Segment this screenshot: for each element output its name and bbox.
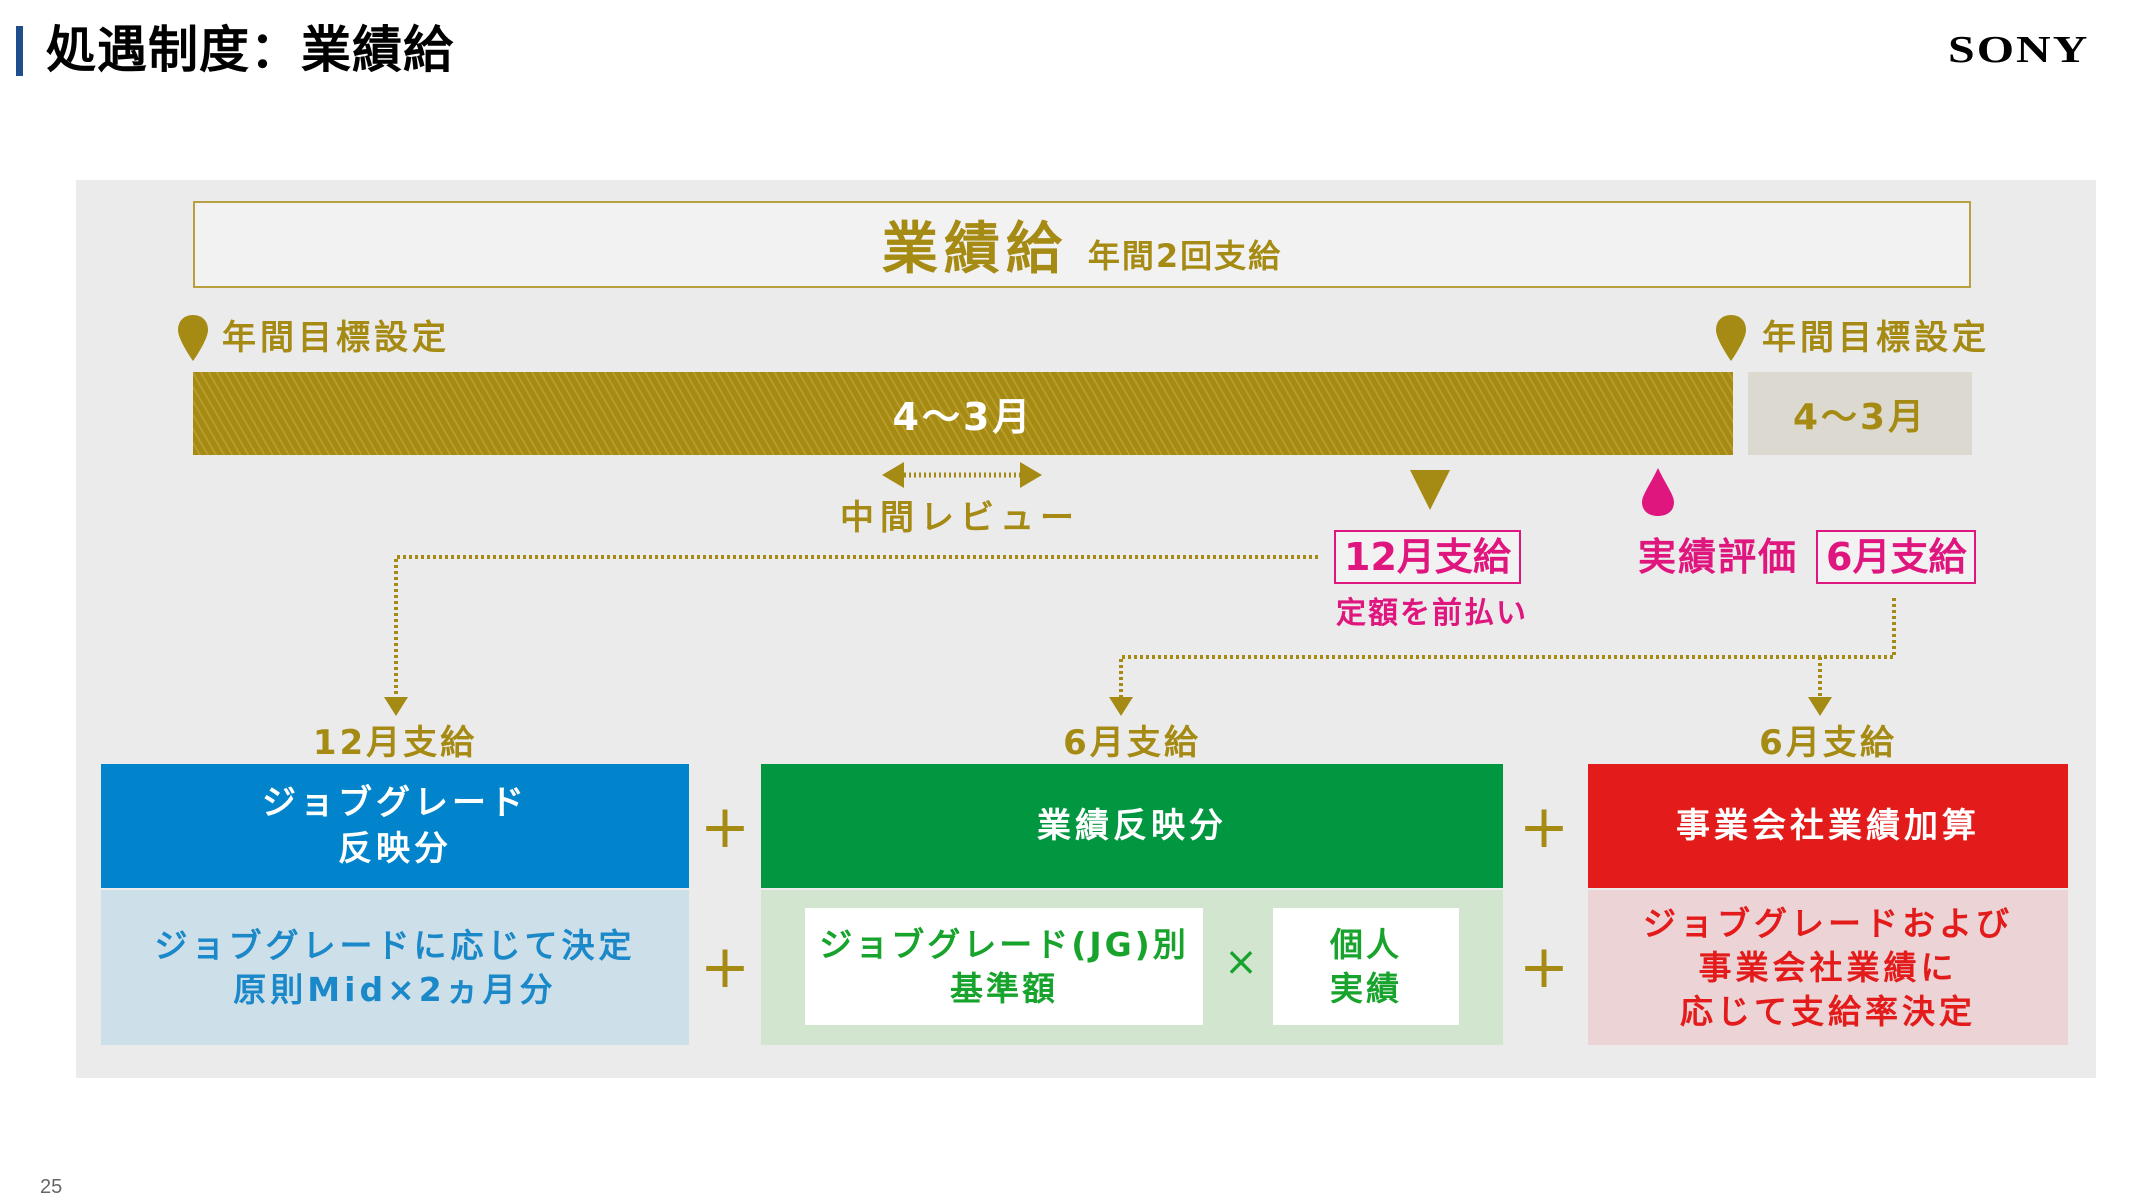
down-triangle-icon bbox=[1410, 470, 1450, 510]
period-current-bar: 4〜3月 bbox=[193, 372, 1733, 455]
mid-review-label: 中間レビュー bbox=[840, 498, 1080, 538]
individual-performance-box: 個人 実績 bbox=[1273, 908, 1459, 1025]
evaluation-label: 実績評価 bbox=[1638, 535, 1799, 579]
performance-detail: ジョブグレード(JG)別 基準額 × 個人 実績 bbox=[761, 890, 1503, 1045]
job-grade-detail-line2: 原則Mid×2ヵ月分 bbox=[233, 969, 557, 1009]
plus-sign: + bbox=[699, 792, 751, 862]
pay-label-col2: 6月支給 bbox=[1063, 723, 1201, 763]
dotted-connector-dec bbox=[394, 555, 1318, 700]
company-detail-line1: ジョブグレードおよび bbox=[1643, 903, 2013, 943]
period-current-label: 4〜3月 bbox=[892, 395, 1034, 439]
location-pin-icon bbox=[178, 315, 208, 361]
company-performance-component: 事業会社業績加算 bbox=[1588, 764, 2068, 888]
jg-base-amount-box: ジョブグレード(JG)別 基準額 bbox=[805, 908, 1203, 1025]
period-next-bar: 4〜3月 bbox=[1748, 372, 1972, 455]
period-next-label: 4〜3月 bbox=[1792, 396, 1928, 438]
location-pin-icon bbox=[1716, 315, 1746, 361]
page-number: 25 bbox=[40, 1176, 63, 1198]
performance-title: 業績反映分 bbox=[1037, 806, 1227, 846]
plus-sign: + bbox=[699, 932, 751, 1002]
job-grade-title-line1: ジョブグレード bbox=[262, 783, 528, 823]
job-grade-detail: ジョブグレードに応じて決定 原則Mid×2ヵ月分 bbox=[101, 890, 689, 1045]
jg-base-line2: 基準額 bbox=[950, 968, 1058, 1008]
june-payment-box: 6月支給 bbox=[1816, 530, 1977, 584]
pay-label-col1: 12月支給 bbox=[312, 723, 478, 763]
job-grade-component: ジョブグレード 反映分 bbox=[101, 764, 689, 888]
sony-logo: SONY bbox=[1948, 28, 2090, 71]
job-grade-detail-line1: ジョブグレードに応じて決定 bbox=[154, 925, 636, 965]
pay-label-col3: 6月支給 bbox=[1759, 723, 1897, 763]
individual-line2: 実績 bbox=[1330, 968, 1402, 1008]
title-accent-bar bbox=[16, 26, 23, 76]
prepayment-note: 定額を前払い bbox=[1336, 596, 1528, 631]
goal-setting-left: 年間目標設定 bbox=[222, 318, 450, 358]
company-performance-title: 事業会社業績加算 bbox=[1676, 806, 1980, 846]
header-box: 業績給 年間2回支給 bbox=[193, 201, 1971, 288]
company-detail-line2: 事業会社業績に bbox=[1698, 947, 1958, 987]
multiply-sign: × bbox=[1224, 939, 1258, 985]
job-grade-title-line2: 反映分 bbox=[338, 829, 452, 869]
header-title: 業績給 bbox=[881, 217, 1068, 282]
goal-setting-right: 年間目標設定 bbox=[1762, 318, 1990, 358]
header-subtitle: 年間2回支給 bbox=[1087, 236, 1283, 275]
plus-sign: + bbox=[1518, 932, 1570, 1002]
dotted-connector-jun bbox=[1119, 598, 1896, 700]
plus-sign: + bbox=[1518, 792, 1570, 862]
drop-icon bbox=[1642, 468, 1674, 516]
performance-component: 業績反映分 bbox=[761, 764, 1503, 888]
jg-base-line1: ジョブグレード(JG)別 bbox=[819, 924, 1189, 964]
individual-line1: 個人 bbox=[1330, 924, 1402, 964]
page-title: 処遇制度：業績給 bbox=[46, 21, 454, 79]
double-arrow-icon bbox=[882, 462, 1042, 488]
company-detail-line3: 応じて支給率決定 bbox=[1680, 991, 1976, 1031]
company-performance-detail: ジョブグレードおよび 事業会社業績に 応じて支給率決定 bbox=[1588, 890, 2068, 1045]
december-payment-box: 12月支給 bbox=[1334, 530, 1521, 584]
